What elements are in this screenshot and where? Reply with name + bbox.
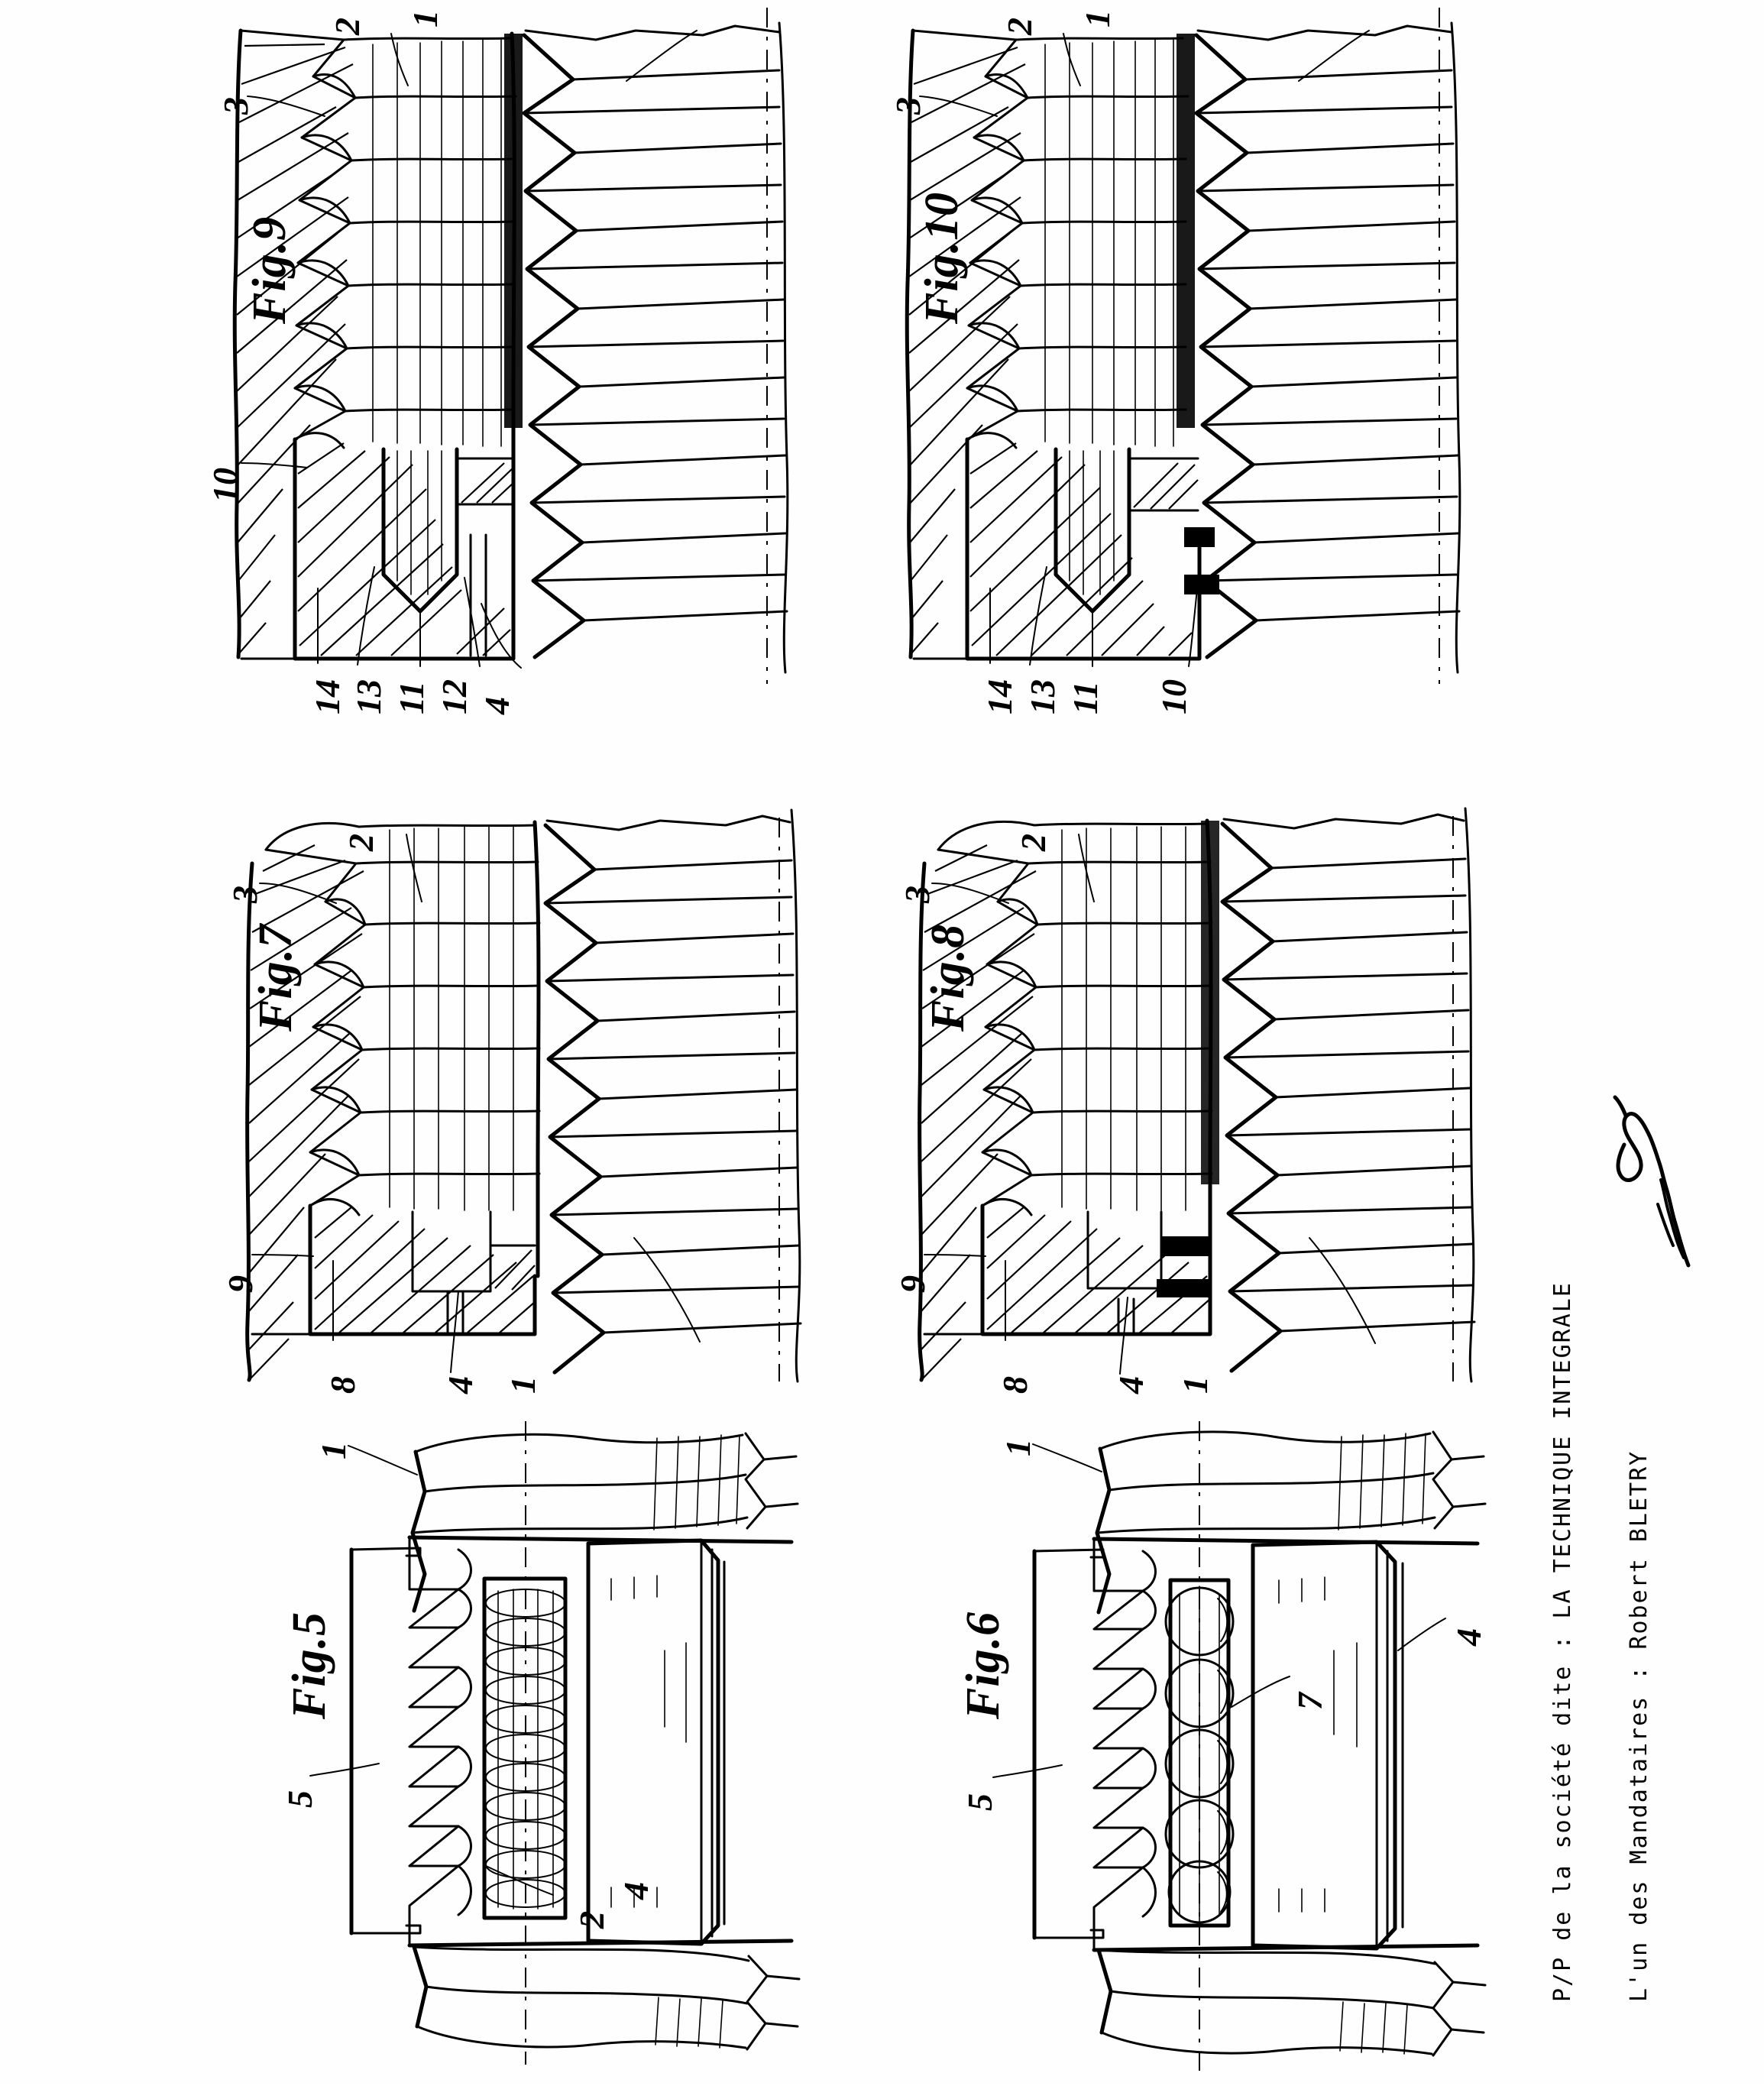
- fig10-ref-1: 1: [1078, 10, 1117, 28]
- fig7-ref-4: 4: [441, 1376, 480, 1394]
- fig9-leaders: [241, 30, 698, 669]
- fig5-ref-4: 4: [617, 1882, 655, 1900]
- fig9-drawing: [232, 8, 789, 684]
- fig7-ref-3: 3: [225, 886, 264, 903]
- fig9-ref-10: 10: [206, 468, 244, 503]
- signature-agent-line: L'un des Mandataires : Robert BLETRY: [1626, 1450, 1652, 2002]
- fig10-title: Fig.10: [916, 191, 968, 324]
- fig9-ref-12: 12: [435, 679, 474, 714]
- fig10-ref-10: 10: [1154, 679, 1193, 714]
- fig6-leaders: [992, 1443, 1446, 1778]
- fig8-ref-8: 8: [995, 1376, 1034, 1394]
- fig7-ref-8: 8: [323, 1376, 362, 1394]
- fig7-ref-9: 9: [221, 1275, 260, 1293]
- fig7-title: Fig.7: [250, 923, 302, 1032]
- fig8-leaders: [924, 834, 1376, 1375]
- fig10-ref-2: 2: [1000, 18, 1039, 35]
- fig8-ref-1: 1: [1176, 1376, 1215, 1394]
- fig9-ref-14: 14: [308, 679, 347, 714]
- fig6-title: Fig.6: [957, 1611, 1009, 1719]
- fig7-ref-1: 1: [503, 1376, 542, 1394]
- fig6-ref-4: 4: [1449, 1628, 1488, 1646]
- fig6-ref-7: 7: [1290, 1692, 1329, 1710]
- figure-fig9: Fig.9 3 2 1 10 14 13 11 12 4: [168, 0, 802, 714]
- fig8-ref-4: 4: [1112, 1376, 1151, 1394]
- fig5-leaders: [309, 1445, 554, 1896]
- figure-fig6: Fig.6 1 5 7 4: [909, 1398, 1597, 2086]
- fig6-ref-5: 5: [960, 1793, 999, 1811]
- fig7-ref-2: 2: [341, 834, 380, 851]
- fig10-leaders: [919, 30, 1370, 667]
- fig5-drawing: [349, 1421, 801, 2065]
- fig9-title: Fig.9: [244, 215, 296, 324]
- fig10-ref-14: 14: [980, 679, 1019, 714]
- fig5-ref-1: 1: [314, 1442, 353, 1459]
- figure-fig8: Fig.8 3 2 9 8 4 1: [848, 711, 1490, 1394]
- fig9-ref-11: 11: [392, 681, 431, 714]
- handwritten-signature-icon: [1613, 1095, 1691, 1268]
- fig7-drawing: [245, 808, 802, 1383]
- fig8-ref-2: 2: [1014, 834, 1053, 851]
- figure-fig10: Fig.10 3 2 1 14 13 11 10: [840, 0, 1482, 714]
- figure-fig7: Fig.7 3 2 9 8 4 1: [176, 711, 810, 1394]
- fig5-title: Fig.5: [283, 1611, 335, 1719]
- fig10-drawing: [905, 8, 1461, 684]
- fig8-drawing: [918, 807, 1476, 1383]
- fig5-ref-5: 5: [280, 1790, 319, 1808]
- fig9-ref-3: 3: [216, 97, 255, 115]
- fig7-leaders: [251, 834, 701, 1373]
- fig9-ref-1: 1: [406, 10, 445, 28]
- fig6-ref-1: 1: [999, 1439, 1037, 1456]
- fig10-ref-13: 13: [1023, 679, 1062, 714]
- fig8-title: Fig.8: [922, 923, 974, 1032]
- fig8-ref-3: 3: [898, 886, 937, 903]
- fig9-ref-2: 2: [328, 18, 367, 35]
- figure-fig5: Fig.5 1 5 2 4: [229, 1398, 901, 2071]
- fig10-ref-3: 3: [888, 97, 927, 115]
- fig9-ref-13: 13: [349, 679, 388, 714]
- fig8-ref-9: 9: [893, 1275, 932, 1293]
- fig5-ref-2: 2: [572, 1911, 611, 1929]
- fig10-ref-11: 11: [1066, 681, 1105, 714]
- fig6-drawing: [1032, 1421, 1487, 2071]
